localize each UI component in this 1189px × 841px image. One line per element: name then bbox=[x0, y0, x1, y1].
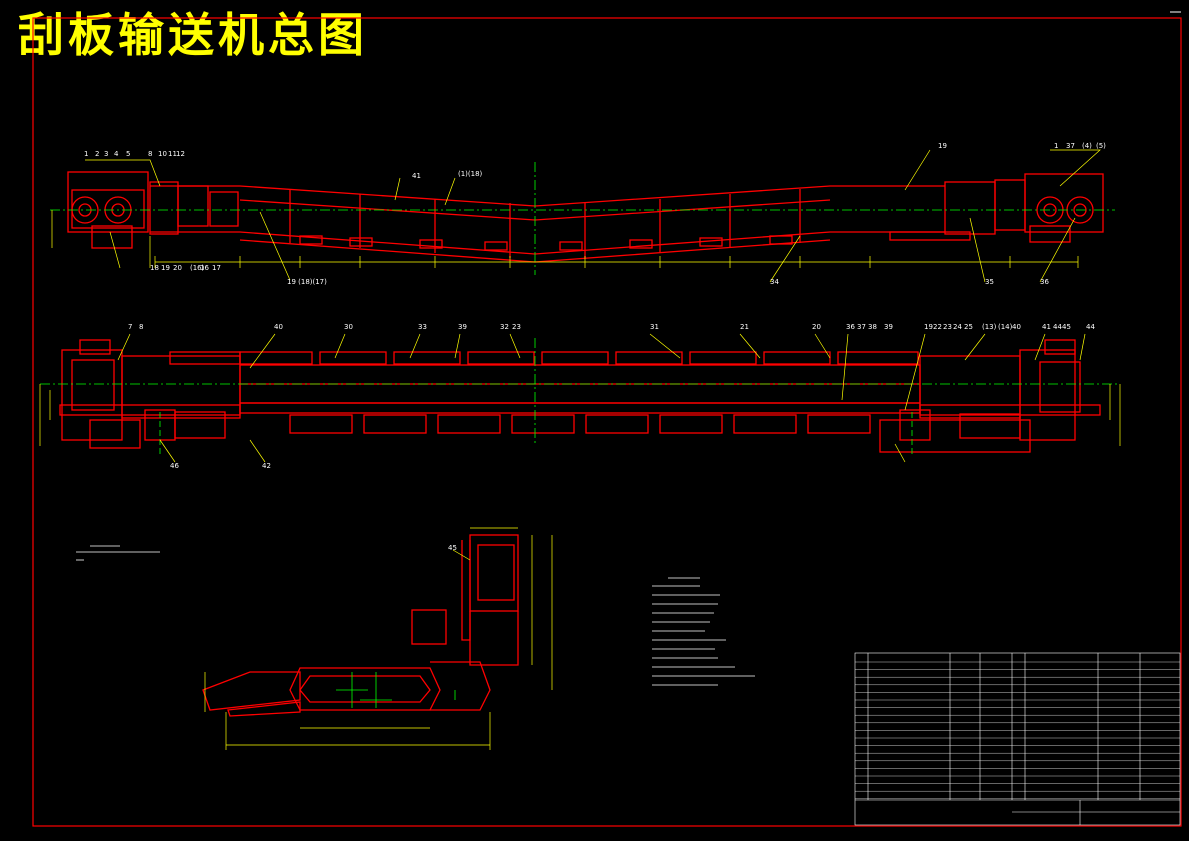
callout-number: 41 bbox=[1042, 323, 1051, 331]
callout-number: 23 bbox=[512, 323, 521, 331]
callout-number: (5) bbox=[1096, 142, 1106, 150]
callout-number: 41 bbox=[412, 172, 421, 180]
callout-number: 45 bbox=[448, 544, 457, 552]
notes-left bbox=[76, 545, 160, 561]
plan-centerlines bbox=[40, 338, 1120, 455]
callout-number: 19 bbox=[924, 323, 933, 331]
callout-number: 10 bbox=[158, 150, 167, 158]
callout-number: (13) bbox=[982, 323, 997, 331]
callout-number: 17 bbox=[212, 264, 221, 272]
callout-number: 42 bbox=[262, 462, 271, 470]
elevation-centerlines bbox=[50, 162, 1115, 275]
callout-number: 8 bbox=[139, 323, 143, 331]
callout-number: (14) bbox=[998, 323, 1013, 331]
callout-number: 36 bbox=[1040, 278, 1049, 286]
callout-number: 40 bbox=[274, 323, 283, 331]
sheet-border bbox=[32, 17, 1182, 827]
plan-view bbox=[59, 339, 1101, 453]
callout-number: 32 bbox=[500, 323, 509, 331]
callout-number: (16) bbox=[190, 264, 205, 272]
elevation-view bbox=[67, 171, 1104, 263]
callout-number: 36 bbox=[846, 323, 855, 331]
callout-number: 40 bbox=[1012, 323, 1021, 331]
callout-number: 4 bbox=[114, 150, 119, 158]
callout-number: (1)(18) bbox=[458, 170, 483, 178]
callout-number: 44 bbox=[1053, 323, 1062, 331]
callout-number: 1 bbox=[84, 150, 88, 158]
callout-number: 18 bbox=[150, 264, 159, 272]
callout-number: 16 bbox=[200, 264, 209, 272]
callout-number: 37 bbox=[857, 323, 866, 331]
callout-number: 24 bbox=[953, 323, 962, 331]
callout-number: 7 bbox=[128, 323, 132, 331]
callout-number: 3 bbox=[104, 150, 108, 158]
callout-number: 20 bbox=[812, 323, 821, 331]
callout-number: 39 bbox=[458, 323, 467, 331]
callout-number: 1 bbox=[1054, 142, 1058, 150]
callout-number: 45 bbox=[1062, 323, 1071, 331]
title-block bbox=[854, 652, 1181, 826]
callout-number: 11 bbox=[168, 150, 177, 158]
callout-number: 23 bbox=[943, 323, 952, 331]
plan-dimensions bbox=[39, 333, 1121, 463]
callout-number: 22 bbox=[933, 323, 942, 331]
tech-spec-block bbox=[652, 577, 755, 686]
callout-number: 19 bbox=[938, 142, 947, 150]
callout-number: 30 bbox=[344, 323, 353, 331]
callout-number: 33 bbox=[418, 323, 427, 331]
elevation-dimensions bbox=[51, 149, 1101, 283]
callout-number: (4) bbox=[1082, 142, 1092, 150]
callout-number: 2 bbox=[95, 150, 99, 158]
section-dimensions bbox=[204, 527, 553, 750]
callout-number: 39 bbox=[884, 323, 893, 331]
callout-number: 8 bbox=[148, 150, 152, 158]
callout-number: 25 bbox=[964, 323, 973, 331]
callout-number: 5 bbox=[126, 150, 130, 158]
callout-number: 46 bbox=[170, 462, 179, 470]
callout-number: 20 bbox=[173, 264, 182, 272]
section-view bbox=[202, 534, 519, 717]
callout-number: 38 bbox=[868, 323, 877, 331]
callout-number: 12 bbox=[176, 150, 185, 158]
section-centerlines bbox=[336, 672, 456, 708]
callout-number: 35 bbox=[985, 278, 994, 286]
callout-number: 19 bbox=[161, 264, 170, 272]
callout-number: 34 bbox=[770, 278, 779, 286]
callout-number: 19 (18)(17) bbox=[287, 278, 327, 286]
callout-number: 21 bbox=[740, 323, 749, 331]
callout-number: 31 bbox=[650, 323, 659, 331]
callout-number: 37 bbox=[1066, 142, 1075, 150]
callout-number: 44 bbox=[1086, 323, 1095, 331]
